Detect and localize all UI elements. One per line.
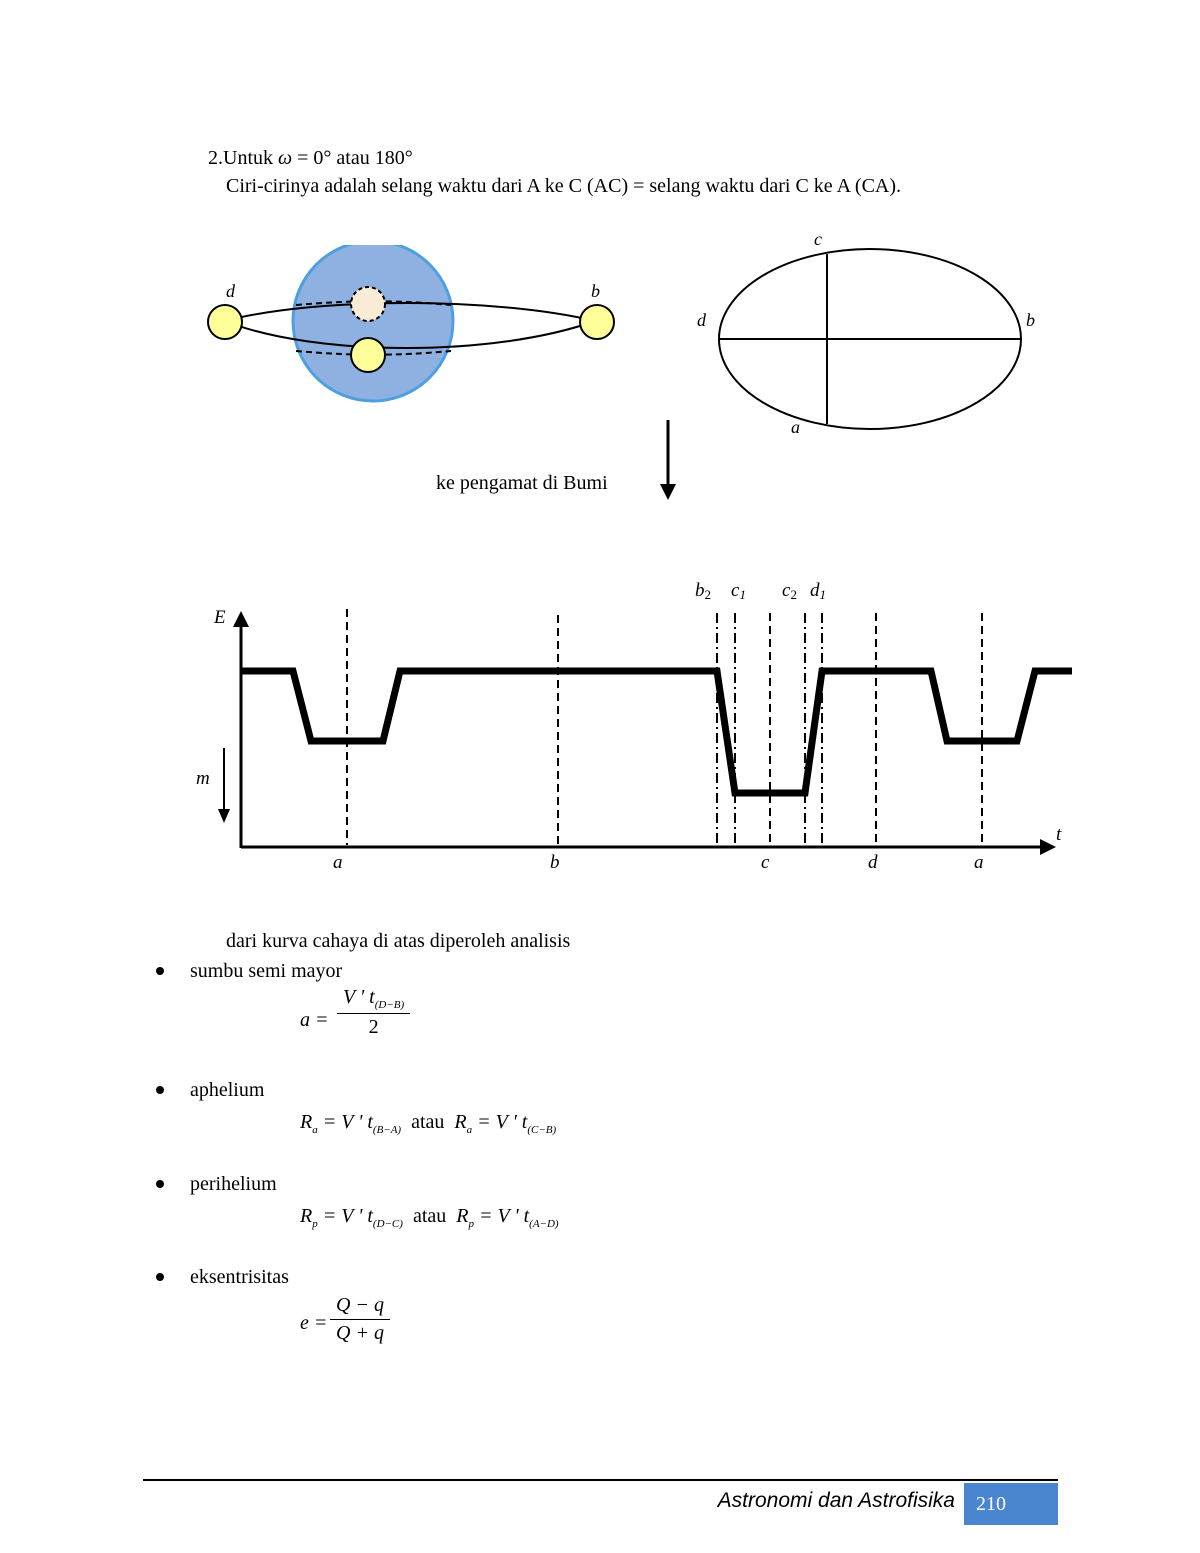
observer-note: ke pengamat di Bumi	[436, 472, 608, 494]
star-behind	[350, 286, 386, 322]
m-arrow-icon	[218, 809, 230, 823]
ellipse-label-b: b	[1026, 310, 1035, 330]
x-tick-d: d	[868, 852, 878, 873]
x-tick-a1: a	[333, 852, 343, 873]
item-perihelium: perihelium	[190, 1173, 277, 1195]
section-heading: 2.Untuk ω = 0° atau 180°	[208, 146, 413, 170]
bullet-eccentricity	[156, 1273, 164, 1281]
page-number: 210	[964, 1483, 1058, 1525]
bullet-semi-major	[156, 967, 164, 975]
formula-a-denominator: 2	[368, 1016, 379, 1038]
star-left	[207, 304, 243, 340]
ellipse-diagram: c d b a	[697, 229, 1035, 437]
aphelium-connector: atau	[411, 1111, 445, 1133]
x-tick-c: c	[761, 852, 770, 873]
bullet-perihelium	[156, 1180, 164, 1188]
light-curve: E m t b2 c1 c2 d1 a b c d a	[196, 580, 1072, 873]
star-front	[350, 337, 386, 373]
omega-symbol: ω	[278, 147, 293, 169]
formula-e-fraction: Q − q Q + q	[330, 1294, 390, 1345]
bullet-aphelium	[156, 1086, 164, 1094]
orbit-back-arc	[224, 302, 596, 322]
item-aphelium: aphelium	[190, 1079, 265, 1101]
section-lead: Untuk	[223, 147, 273, 169]
ellipse-label-a: a	[791, 417, 800, 437]
orbit-label-d: d	[226, 281, 236, 301]
section-description: Ciri-cirinya adalah selang waktu dari A …	[226, 175, 902, 197]
formula-a-fraction: V ' t(D−B) 2	[337, 986, 411, 1039]
m-label: m	[196, 768, 210, 789]
section-number: 2.	[208, 147, 223, 169]
ellipse-label-d: d	[697, 310, 707, 330]
observer-arrow-icon	[660, 420, 676, 500]
perihelium-connector: atau	[412, 1205, 447, 1227]
orbit-front-arc	[224, 320, 596, 349]
formula-e-lhs: e =	[300, 1312, 328, 1334]
formula-e-denominator: Q + q	[336, 1322, 384, 1344]
x-tick-b: b	[550, 852, 560, 873]
contact-label-c1: c1	[731, 580, 746, 602]
section-condition: = 0° atau 180°	[292, 147, 413, 169]
contact-label-d1: d1	[810, 580, 826, 602]
item-semi-major: sumbu semi mayor	[190, 960, 343, 982]
star-right	[579, 304, 615, 340]
orbit-label-b: b	[591, 281, 600, 301]
formula-a-lhs: a =	[300, 1009, 329, 1031]
contact-label-b2: b2	[695, 580, 711, 602]
e-axis-label: E	[213, 607, 226, 628]
formula-a-numerator: V ' t(D−B)	[337, 986, 411, 1014]
formula-e-numerator: Q − q	[330, 1294, 390, 1320]
analysis-intro: dari kurva cahaya di atas diperoleh anal…	[226, 930, 571, 952]
formula-perihelium: Rp = V ' t(D−C) atau Rp = V ' t(A−D)	[300, 1205, 559, 1230]
item-eccentricity: eksentrisitas	[190, 1266, 289, 1288]
footer-book-title: Astronomi dan Astrofisika	[717, 1489, 955, 1512]
formula-aphelium: Ra = V ' t(B−A) atau Ra = V ' t(C−B)	[300, 1111, 557, 1136]
orbit-diagram: d b	[207, 245, 615, 403]
e-axis-arrow-icon	[233, 611, 249, 627]
eclipse-disk	[291, 245, 455, 403]
t-axis-arrow-icon	[1040, 839, 1056, 855]
t-axis-label: t	[1056, 824, 1062, 845]
footer-rule	[143, 1479, 1058, 1481]
contact-label-c2: c2	[782, 580, 797, 602]
ellipse-label-c: c	[814, 229, 822, 249]
x-tick-a2: a	[974, 852, 984, 873]
light-curve-line	[241, 667, 1072, 797]
